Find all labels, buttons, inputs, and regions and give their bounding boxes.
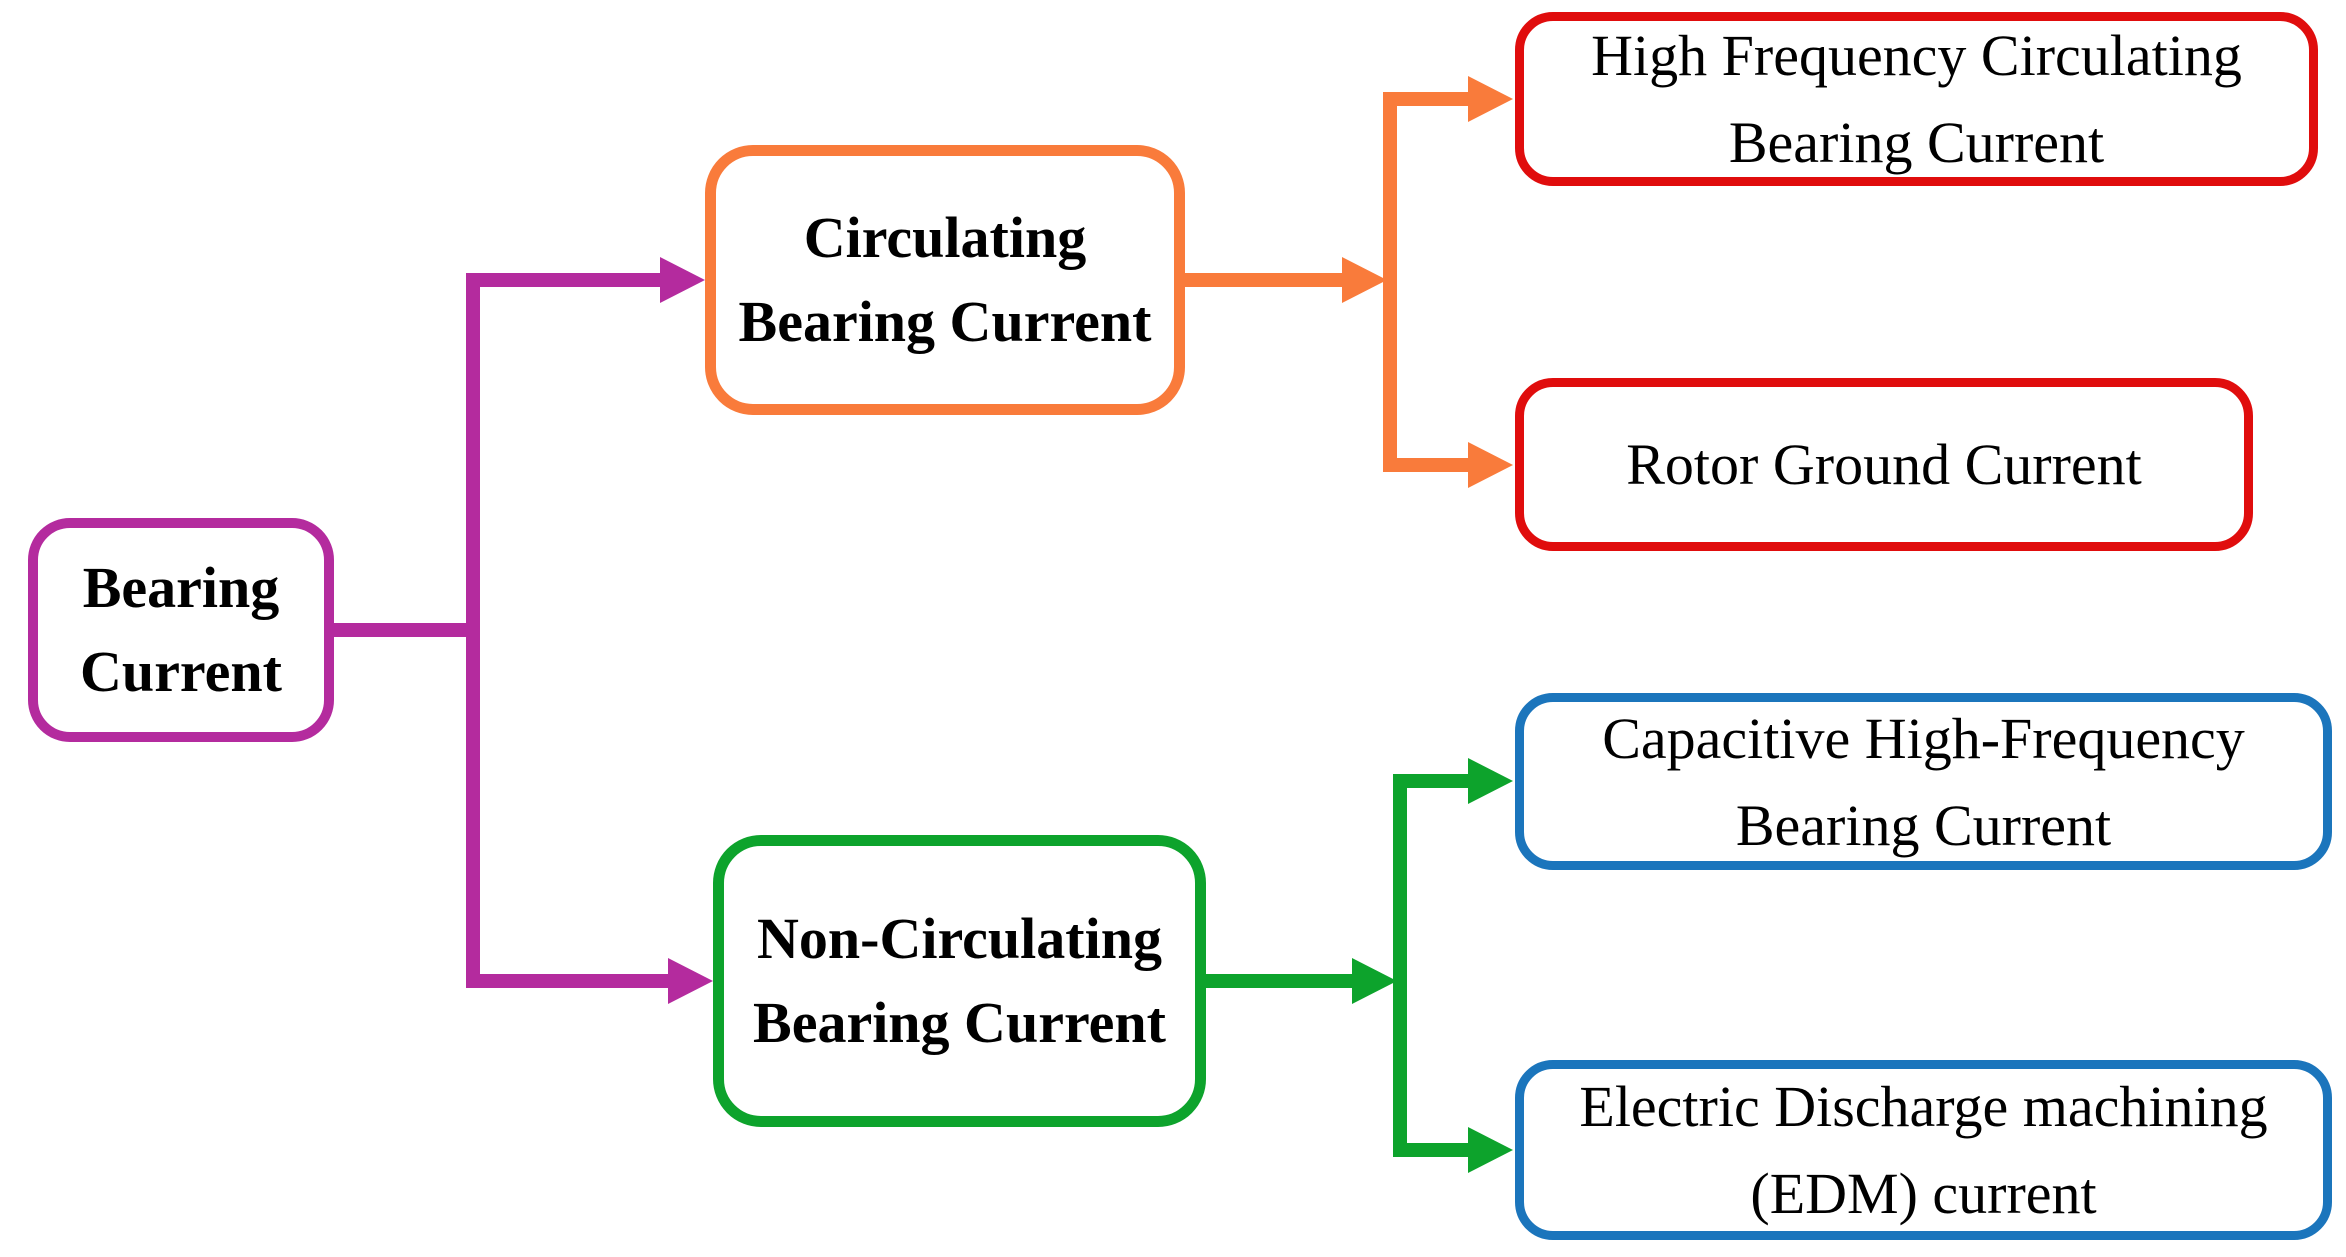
connector-circulating-fork bbox=[1178, 76, 1513, 488]
node-high-frequency-circulating-bearing-current: High Frequency Circulating Bearing Curre… bbox=[1515, 12, 2318, 186]
node-label: Electric Discharge machining (EDM) curre… bbox=[1579, 1074, 2268, 1226]
arrowhead-icon bbox=[660, 257, 705, 303]
arrowhead-icon bbox=[1352, 958, 1397, 1004]
node-rotor-ground-current: Rotor Ground Current bbox=[1515, 378, 2253, 551]
arrowhead-icon bbox=[1468, 442, 1513, 488]
node-capacitive-high-frequency-bearing-current: Capacitive High-Frequency Bearing Curren… bbox=[1515, 693, 2332, 870]
arrowhead-icon bbox=[1468, 1127, 1513, 1173]
connector-non-circulating-fork bbox=[1199, 758, 1513, 1173]
node-circulating-bearing-current: Circulating Bearing Current bbox=[705, 145, 1185, 415]
node-label: Rotor Ground Current bbox=[1626, 432, 2142, 497]
node-label: Circulating Bearing Current bbox=[738, 204, 1152, 354]
node-electric-discharge-machining-current: Electric Discharge machining (EDM) curre… bbox=[1515, 1060, 2332, 1240]
arrowhead-icon bbox=[1468, 76, 1513, 122]
node-label: High Frequency Circulating Bearing Curre… bbox=[1591, 23, 2242, 175]
node-label: Capacitive High-Frequency Bearing Curren… bbox=[1602, 705, 2245, 858]
arrowhead-icon bbox=[668, 958, 713, 1004]
node-label: Non-Circulating Bearing Current bbox=[753, 905, 1166, 1055]
node-bearing-current: Bearing Current bbox=[28, 518, 334, 742]
arrowhead-icon bbox=[1468, 758, 1513, 804]
connector-root-fork bbox=[327, 257, 713, 1004]
arrowhead-icon bbox=[1342, 257, 1387, 303]
node-label: Bearing Current bbox=[80, 554, 282, 704]
node-non-circulating-bearing-current: Non-Circulating Bearing Current bbox=[713, 835, 1206, 1127]
